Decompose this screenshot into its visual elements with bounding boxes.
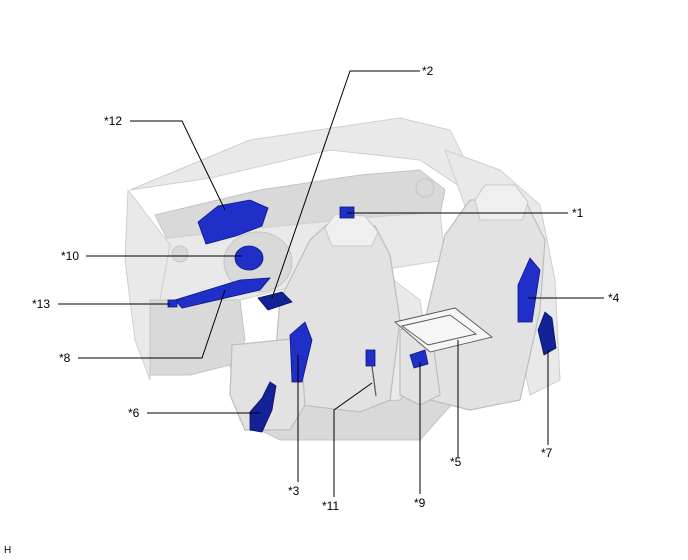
- callout-12: *12: [104, 114, 122, 128]
- callout-4: *4: [608, 291, 620, 305]
- leader-lines: [58, 70, 604, 497]
- passenger-headrest: [474, 184, 529, 221]
- corner-mark: H: [4, 545, 11, 556]
- component-10-steering-pad: [234, 245, 264, 271]
- dash-vent-left: [171, 245, 189, 263]
- driver-headrest: [324, 213, 379, 247]
- component-7-pretensioner-passenger: [537, 311, 557, 356]
- callout-13: *13: [32, 297, 50, 311]
- callout-1: *1: [572, 206, 584, 220]
- component-6-pretensioner-driver: [249, 381, 277, 433]
- callout-6: *6: [128, 406, 140, 420]
- callout-2: *2: [422, 64, 434, 78]
- callout-11: *11: [322, 499, 339, 513]
- component-3-side-airbag-driver: [289, 321, 313, 383]
- callout-5: *5: [450, 455, 462, 469]
- callout-7: *7: [541, 446, 553, 460]
- component-8-knee-airbag: [174, 277, 271, 309]
- callout-labels: *1 *2 *3 *4 *5 *6 *7 *8 *9 *10 *11 *12 *…: [4, 64, 620, 556]
- callout-9: *9: [414, 496, 426, 510]
- component-9-buckle-switch: [409, 349, 429, 369]
- callout-8: *8: [59, 351, 71, 365]
- callout-3: *3: [288, 484, 300, 498]
- component-12-combination-meter: [197, 199, 269, 245]
- callout-10: *10: [61, 249, 79, 263]
- dash-vent-right: [415, 178, 435, 198]
- occupant-sensor-mat: [394, 307, 494, 353]
- component-11-buckle-switch-driver: [365, 349, 376, 367]
- component-2-center-module: [257, 291, 293, 311]
- highlighted-components: [167, 199, 557, 433]
- component-4-side-airbag-passenger: [517, 257, 541, 323]
